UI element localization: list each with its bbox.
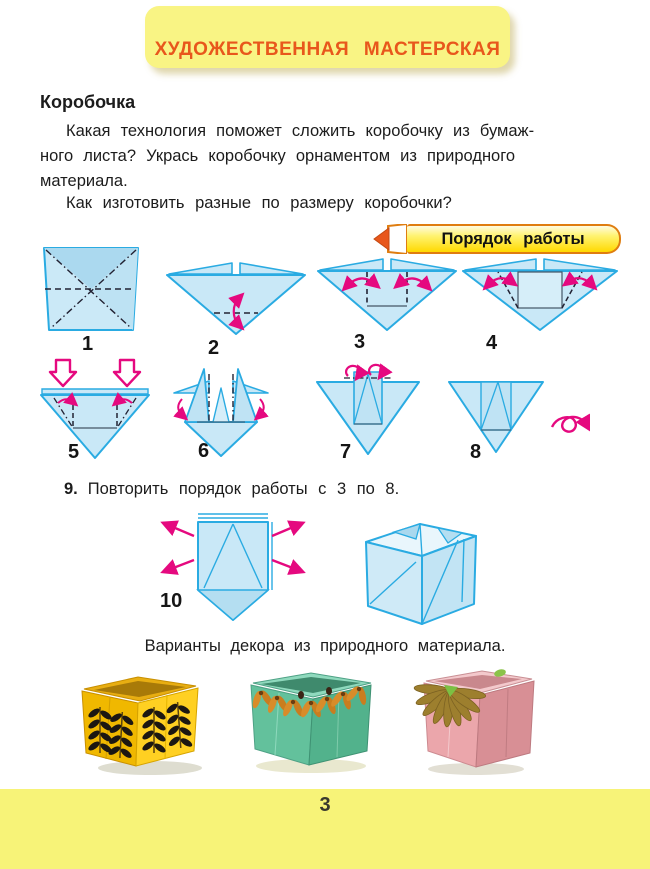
intro-question: Как изготовить разные по размеру коробоч… [66, 194, 452, 212]
photo-green-box [233, 663, 373, 775]
finished-box-diagram [360, 512, 482, 628]
step-number: 8 [470, 441, 482, 463]
intro-line: Какая технология поможет сложить коробоч… [66, 122, 535, 140]
footer-band [0, 789, 650, 869]
section-banner-label: ХУДОЖЕСТВЕННАЯ МАСТЕРСКАЯ [154, 39, 501, 60]
step-10-diagram [158, 508, 308, 626]
step-3-diagram [317, 254, 457, 332]
step-number: 7 [340, 441, 352, 463]
pencil-icon [373, 224, 407, 254]
photo-yellow-box [70, 671, 210, 776]
press-down-arrow-icon [112, 358, 142, 388]
press-down-arrow-icon [48, 358, 78, 388]
step-9-instruction: 9.Повторить порядок работы с 3 по 8. [64, 480, 400, 498]
page-title: Коробочка [40, 92, 136, 112]
intro-paragraph: Какая технология поможет сложить коробоч… [40, 119, 618, 194]
step-number: 10 [160, 590, 183, 612]
step-2-diagram [166, 258, 306, 336]
section-banner: ХУДОЖЕСТВЕННАЯ МАСТЕРСКАЯ [145, 6, 510, 68]
step-6-diagram [173, 366, 269, 458]
work-order-banner: Порядок работы [373, 224, 621, 254]
step-4-diagram [462, 254, 618, 332]
intro-line: ного листа? Укрась коробочку орнаментом … [40, 147, 516, 165]
work-order-label: Порядок работы [441, 229, 585, 248]
page-number: 3 [319, 794, 331, 816]
step-7-diagram [316, 362, 420, 456]
step-number: 3 [354, 331, 366, 353]
step-number: 6 [198, 440, 210, 462]
intro-line: материала. [40, 172, 128, 190]
step-8-diagram [448, 372, 544, 454]
step-1-diagram [40, 246, 142, 332]
flip-over-arrow-icon [546, 410, 590, 444]
step-number: 9. [64, 480, 78, 498]
step-5-diagram [40, 358, 150, 462]
step-number: 5 [68, 441, 80, 463]
photo-pink-box [410, 663, 538, 777]
step-number: 1 [82, 333, 94, 355]
decor-caption: Варианты декора из природного материала. [144, 637, 506, 655]
step-number: 4 [486, 332, 498, 354]
step-number: 2 [208, 337, 220, 359]
